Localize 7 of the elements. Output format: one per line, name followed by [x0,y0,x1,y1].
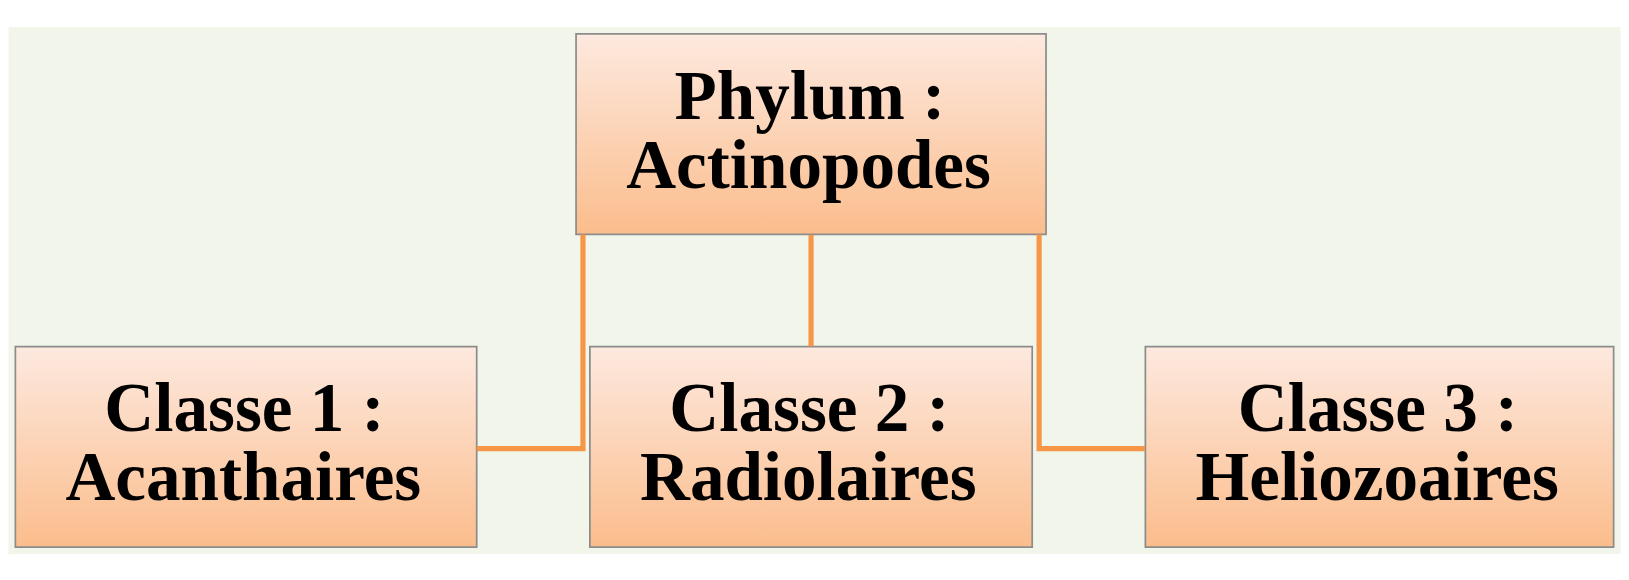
node-box: Classe 3 : Heliozoaires [1144,345,1615,548]
node-box: Classe 2 : Radiolaires [589,345,1034,548]
connector [476,234,586,451]
connector [1036,234,1145,451]
node-box: Classe 1 : Acanthaires [14,345,478,548]
connector [808,234,814,346]
node-box: Phylum : Actinopodes [575,32,1047,235]
